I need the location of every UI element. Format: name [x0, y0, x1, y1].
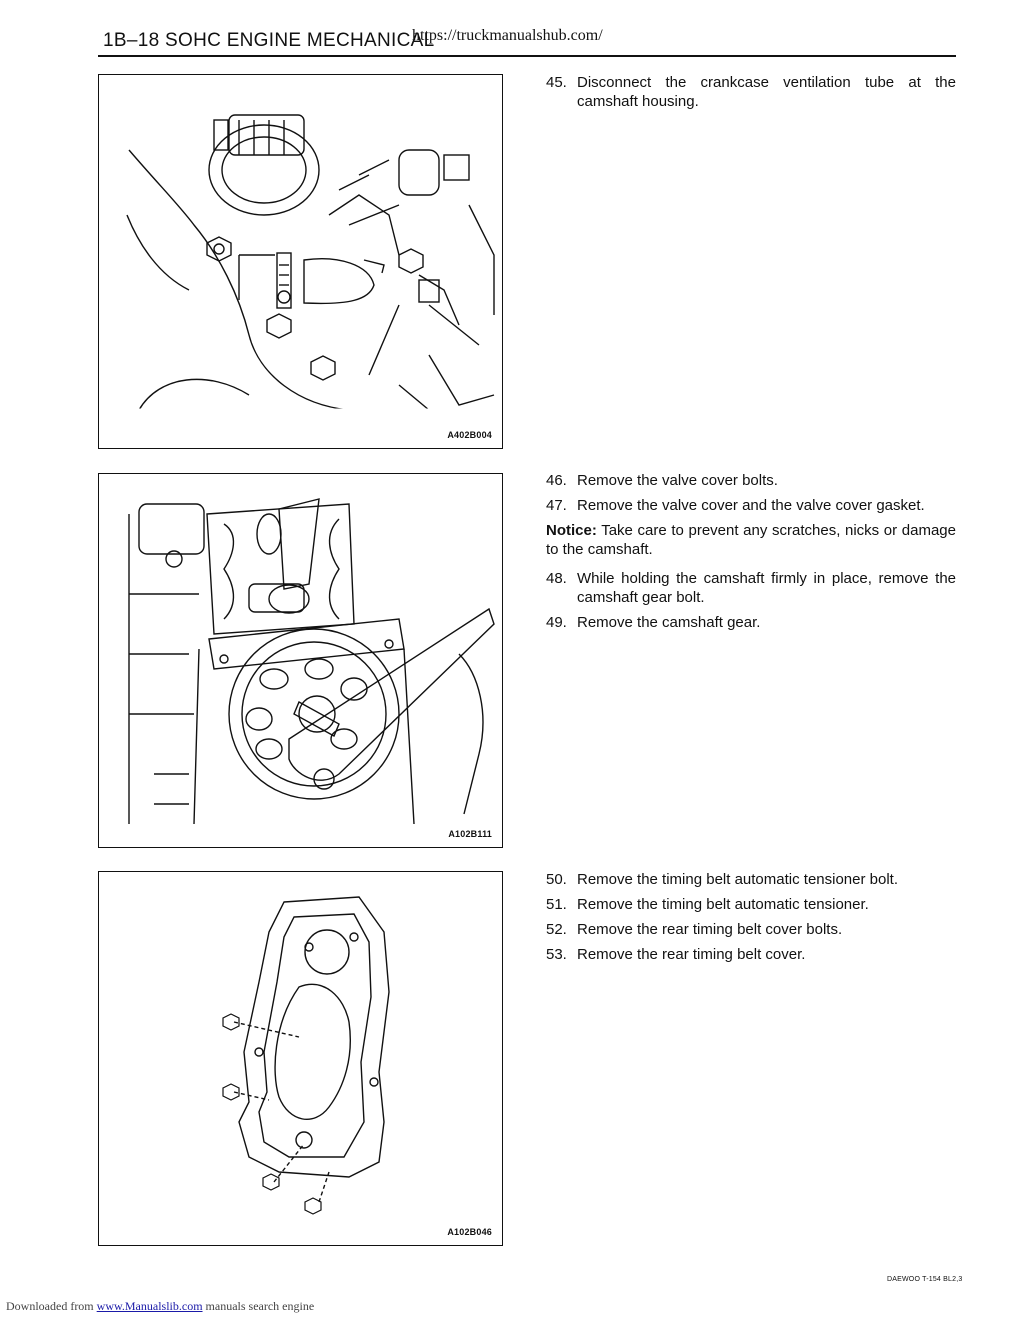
figure-label: A402B004	[447, 430, 492, 440]
step-text: Remove the valve cover and the valve cov…	[577, 497, 925, 514]
step-number: 51.	[546, 896, 567, 913]
step-item: 51. Remove the timing belt automatic ten…	[546, 895, 956, 914]
step-text: Remove the valve cover bolts.	[577, 472, 778, 489]
step-text: Remove the timing belt automatic tension…	[577, 871, 898, 888]
step-text: Remove the rear timing belt cover.	[577, 946, 806, 963]
document-code: DAEWOO T-154 BL2,3	[887, 1276, 963, 1283]
step-item: 46. Remove the valve cover bolts.	[546, 471, 956, 490]
step-number: 45.	[546, 74, 567, 91]
footer-prefix: Downloaded from	[6, 1299, 94, 1313]
step-item: 48. While holding the camshaft firmly in…	[546, 569, 956, 607]
step-item: 53. Remove the rear timing belt cover.	[546, 945, 956, 964]
download-footer: Downloaded from www.Manualslib.com manua…	[6, 1299, 314, 1314]
engine-illustration	[126, 114, 495, 412]
steps-section-2: 46. Remove the valve cover bolts. 47. Re…	[546, 471, 956, 638]
step-text: While holding the camshaft firmly in pla…	[577, 570, 956, 606]
step-item: 50. Remove the timing belt automatic ten…	[546, 870, 956, 889]
figure-label: A102B111	[448, 829, 492, 839]
timing-cover-illustration	[222, 896, 390, 1215]
step-number: 47.	[546, 497, 567, 514]
notice-text: Take care to prevent any scratches, nick…	[546, 522, 956, 558]
camshaft-illustration	[128, 498, 495, 825]
step-number: 46.	[546, 472, 567, 489]
step-item: 47. Remove the valve cover and the valve…	[546, 496, 956, 515]
figure-rear-timing-belt-cover: A102B046	[98, 871, 503, 1246]
steps-section-3: 50. Remove the timing belt automatic ten…	[546, 870, 956, 970]
step-number: 49.	[546, 614, 567, 631]
steps-section-1: 45. Disconnect the crankcase ventilation…	[546, 73, 956, 117]
step-number: 48.	[546, 570, 567, 587]
notice-label: Notice:	[546, 522, 597, 539]
step-text: Remove the timing belt automatic tension…	[577, 896, 869, 913]
watermark-url: https://truckmanualshub.com/	[412, 27, 603, 44]
step-item: 45. Disconnect the crankcase ventilation…	[546, 73, 956, 111]
notice-paragraph: Notice: Take care to prevent any scratch…	[546, 521, 956, 559]
manualslib-link[interactable]: www.Manualslib.com	[96, 1299, 203, 1313]
step-text: Remove the rear timing belt cover bolts.	[577, 921, 843, 938]
step-text: Disconnect the crankcase ventilation tub…	[577, 74, 956, 110]
step-number: 53.	[546, 946, 567, 963]
step-item: 52. Remove the rear timing belt cover bo…	[546, 920, 956, 939]
step-text: Remove the camshaft gear.	[577, 614, 761, 631]
footer-suffix: manuals search engine	[205, 1299, 315, 1313]
page-header-title: 1B–18 SOHC ENGINE MECHANICAL	[103, 30, 435, 51]
figure-camshaft-gear-removal: A102B111	[98, 473, 503, 848]
figure-label: A102B046	[447, 1227, 492, 1237]
step-item: 49. Remove the camshaft gear.	[546, 613, 956, 632]
step-number: 50.	[546, 871, 567, 888]
header-divider	[98, 55, 956, 57]
figure-crankcase-ventilation-tube: A402B004	[98, 74, 503, 449]
step-number: 52.	[546, 921, 567, 938]
